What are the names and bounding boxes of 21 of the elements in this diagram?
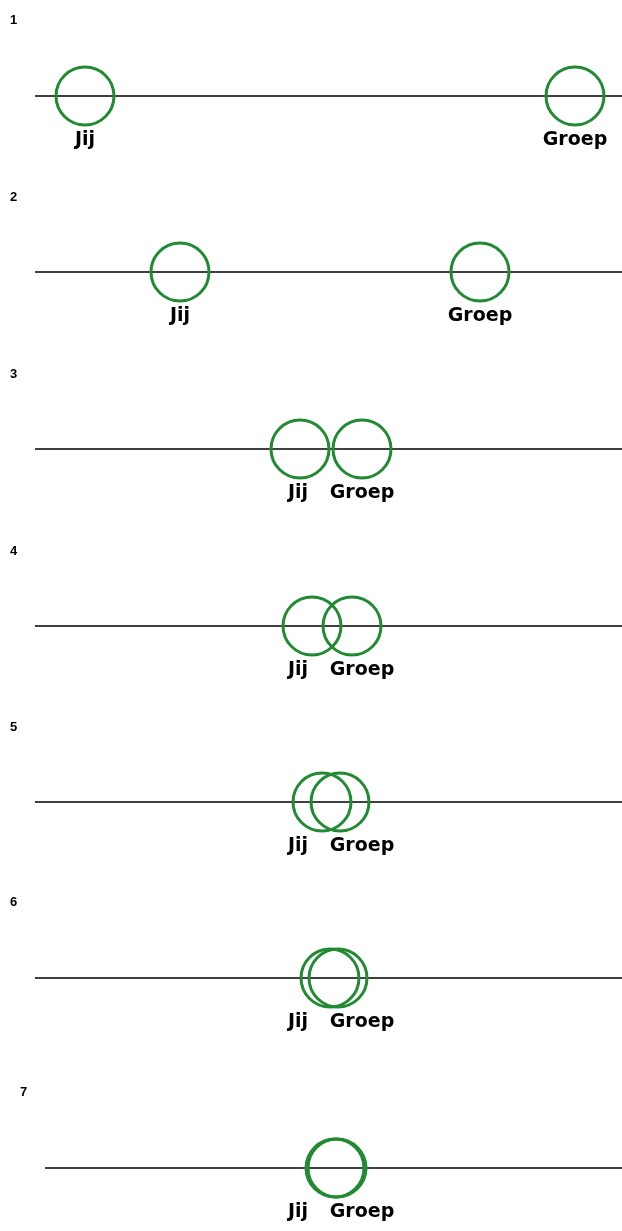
circle-label: Jij xyxy=(74,127,96,149)
circle-label: Groep xyxy=(542,127,608,149)
circle-label: Jij xyxy=(287,657,309,679)
row-number: 4 xyxy=(10,543,18,558)
circle-label: Jij xyxy=(169,303,191,325)
row-number: 5 xyxy=(10,719,18,734)
row-number: 3 xyxy=(10,366,18,381)
circle-label: Groep xyxy=(329,833,395,855)
row-number: 6 xyxy=(10,894,18,909)
circle-label: Groep xyxy=(329,657,395,679)
circle-label: Groep xyxy=(329,1009,395,1031)
circle-label: Jij xyxy=(287,480,309,502)
row-number: 2 xyxy=(10,189,18,204)
row-number: 7 xyxy=(20,1084,28,1099)
circle-label: Jij xyxy=(287,833,309,855)
circle-label: Groep xyxy=(329,1199,395,1221)
row-number: 1 xyxy=(10,12,18,27)
circle-label: Groep xyxy=(447,303,513,325)
circle-label: Jij xyxy=(287,1009,309,1031)
circle-label: Jij xyxy=(287,1199,309,1221)
circle-label: Groep xyxy=(329,480,395,502)
